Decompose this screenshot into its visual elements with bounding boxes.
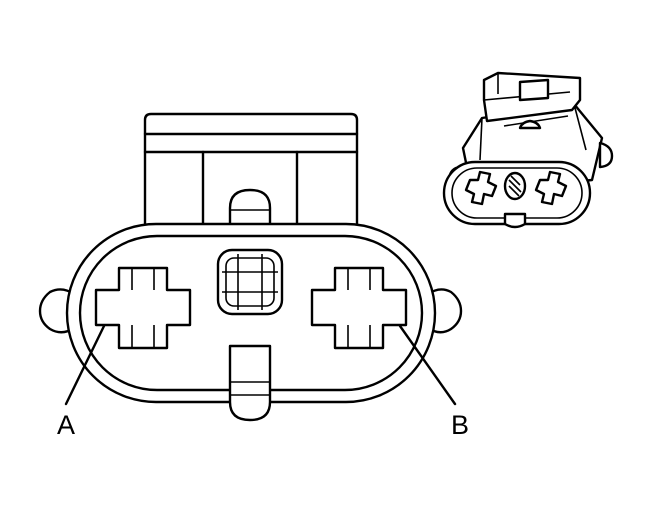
leader-line-a: [64, 324, 106, 406]
left-side-nub: [38, 288, 76, 334]
bottom-polarizing-tab: [228, 344, 272, 422]
locking-tab-housing: [143, 112, 359, 244]
latch-tab: [482, 71, 582, 130]
right-side-nub: [426, 288, 463, 334]
connector-front-view: A B: [38, 112, 469, 440]
label-terminal-a: A: [57, 410, 75, 440]
label-terminal-b: B: [451, 410, 469, 440]
leader-line-b: [398, 324, 457, 406]
terminal-cavity-b: [310, 266, 408, 350]
connector-isometric-view: [442, 71, 614, 229]
center-key-post: [216, 248, 284, 316]
terminal-cavity-a: [94, 266, 192, 350]
